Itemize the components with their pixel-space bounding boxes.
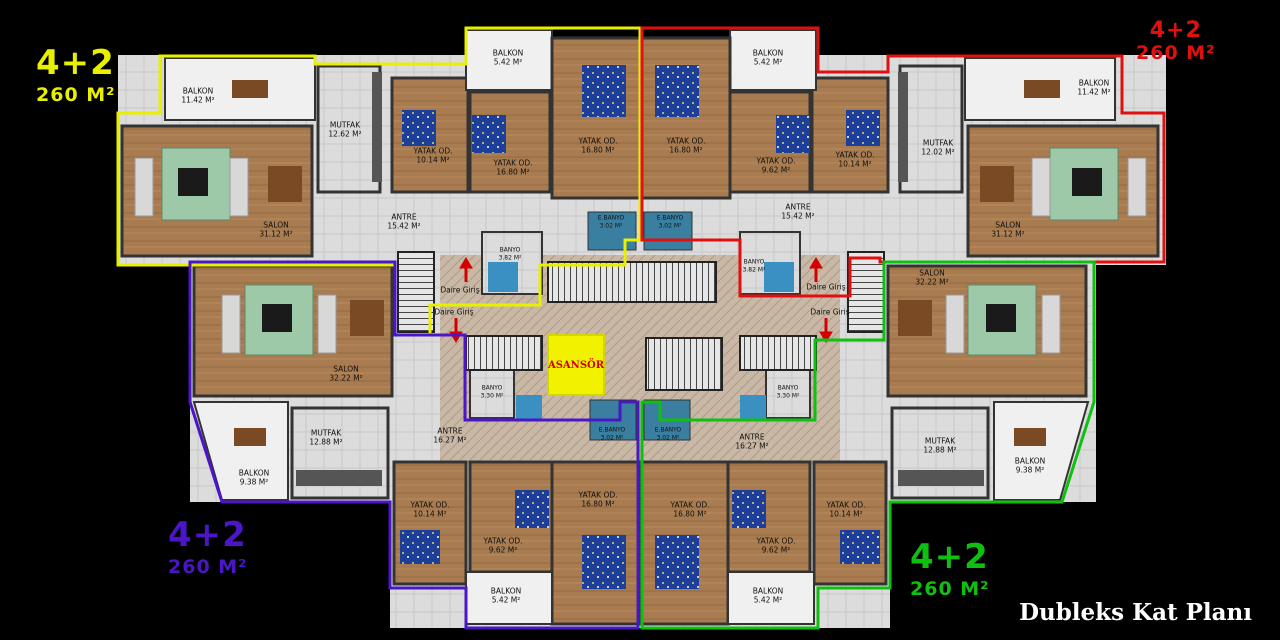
entry-label-nw: Daire Giriş [440,285,480,295]
unit-nw-type: 4+2 [36,43,115,83]
unit-nw-rooms [120,29,642,295]
room-label: YATAK OD.10.14 M² [410,500,450,519]
unit-se-area: 260 M² [910,578,990,600]
entry-label-se: Daire Giriş [810,307,850,317]
entry-label-sw: Daire Giriş [434,307,474,317]
plan-title: Dubleks Kat Planı [1019,599,1252,626]
elevator: ASANSÖR [547,334,605,396]
entry-label-ne: Daire Giriş [806,282,846,292]
unit-se-label: 4+2 260 M² [910,540,990,599]
room-label: YATAK OD.16.80 M² [666,136,706,155]
unit-se-type: 4+2 [910,537,989,577]
room-label: YATAK OD.10.14 M² [826,500,866,519]
room-label: YATAK OD.10.14 M² [413,146,453,165]
room-label: YATAK OD.16.80 M² [578,136,618,155]
room-label: YATAK OD.16.80 M² [578,490,618,509]
unit-sw-type: 4+2 [168,515,247,555]
unit-ne-area: 260 M² [1136,42,1216,64]
unit-se-outline [640,260,1096,630]
room-label: YATAK OD.9.62 M² [756,156,796,175]
unit-se-rooms [638,264,1090,626]
staircases [397,251,885,391]
unit-ne-label: 4+2 260 M² [1136,20,1216,63]
unit-ne-type: 4+2 [1149,18,1202,43]
unit-nw-label: 4+2 260 M² [36,46,116,105]
room-label: YATAK OD.9.62 M² [756,536,796,555]
unit-ne-rooms [640,29,1160,295]
room-label: YATAK OD.16.80 M² [670,500,710,519]
unit-sw-outline [188,260,640,630]
unit-nw-area: 260 M² [36,84,116,106]
room-label: YATAK OD.9.62 M² [483,536,523,555]
room-label: YATAK OD.16.80 M² [493,158,533,177]
room-label: YATAK OD.10.14 M² [835,150,875,169]
unit-ne-outline [640,26,1166,298]
unit-sw-rooms [192,264,642,626]
unit-sw-area: 260 M² [168,556,248,578]
unit-sw-label: 4+2 260 M² [168,518,248,577]
